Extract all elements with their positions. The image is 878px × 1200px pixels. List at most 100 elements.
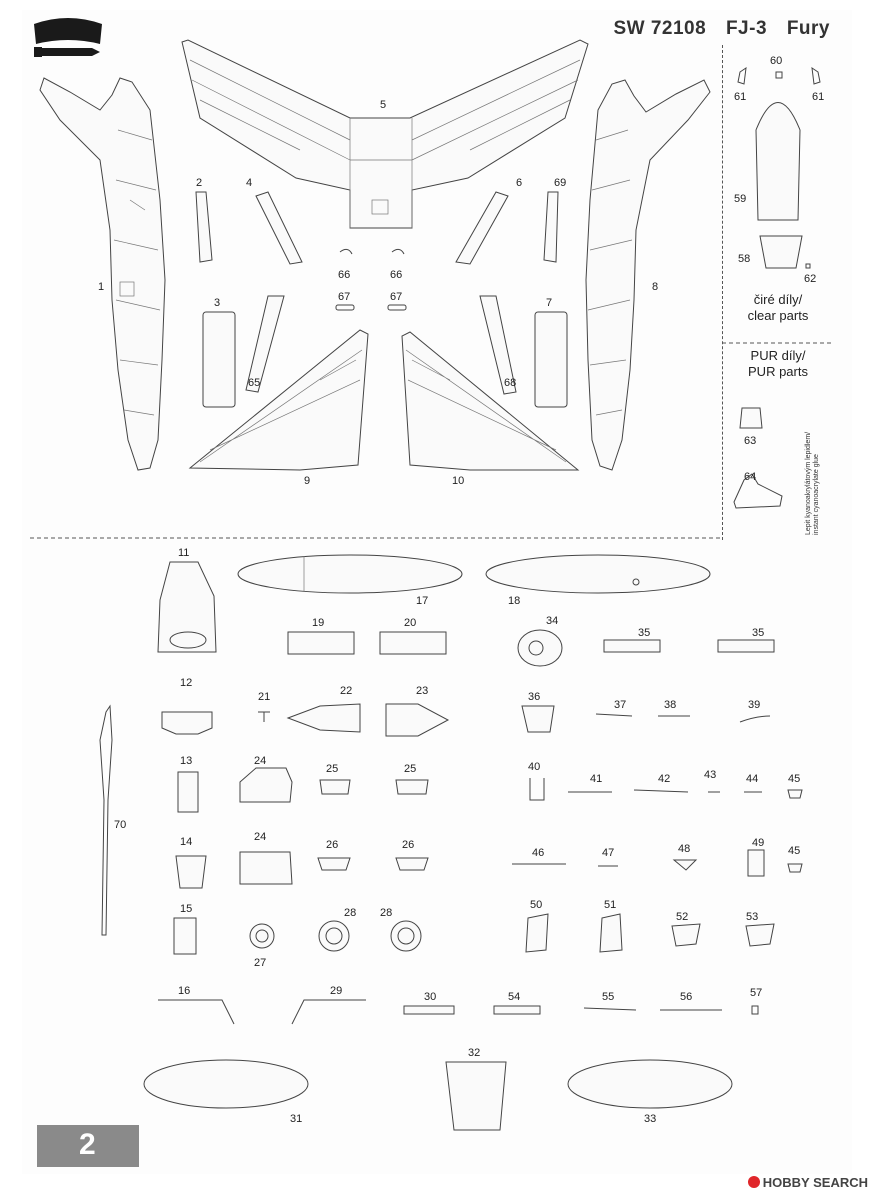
- part-57: [751, 1005, 759, 1015]
- part-67a: [335, 304, 355, 311]
- part-39: [739, 715, 771, 723]
- part-58-windscreen: [759, 235, 803, 269]
- part-1-fuselage-left: [39, 77, 166, 471]
- part-6: [455, 191, 509, 265]
- label-52: 52: [676, 911, 688, 923]
- part-21: [258, 711, 270, 722]
- label-37: 37: [614, 699, 626, 711]
- watermark: HOBBY SEARCH: [747, 1175, 868, 1190]
- label-13: 13: [180, 755, 192, 767]
- label-42: 42: [658, 773, 670, 785]
- part-20: [379, 631, 447, 655]
- part-30: [403, 1005, 455, 1015]
- part-45b: [787, 863, 803, 873]
- part-54: [493, 1005, 541, 1015]
- hobby-search-logo-icon: [747, 1176, 760, 1188]
- label-45a: 45: [788, 773, 800, 785]
- part-10-lower-wing-right: [401, 331, 580, 471]
- label-66a: 66: [338, 269, 350, 281]
- part-40: [529, 778, 545, 801]
- part-25a: [319, 779, 351, 795]
- label-12: 12: [180, 677, 192, 689]
- label-57: 57: [750, 987, 762, 999]
- part-66a: [339, 248, 353, 255]
- part-34: [517, 629, 563, 667]
- label-35a: 35: [638, 627, 650, 639]
- part-45a: [787, 789, 803, 799]
- label-1: 1: [98, 281, 104, 293]
- label-25b: 25: [404, 763, 416, 775]
- part-67b: [387, 304, 407, 311]
- part-number-labels: 1 2 3 4 5 6 7 8 9 10 11 12 13 14 15 16 1…: [98, 55, 824, 1125]
- label-5: 5: [380, 99, 386, 111]
- label-11: 11: [178, 547, 189, 559]
- label-47: 47: [602, 847, 614, 859]
- label-23: 23: [416, 685, 428, 697]
- part-64-seat: [733, 473, 783, 509]
- label-48: 48: [678, 843, 690, 855]
- kit-name: Fury: [786, 18, 830, 39]
- clear-parts-panel: [722, 45, 833, 540]
- label-36: 36: [528, 691, 540, 703]
- label-28a: 28: [344, 907, 356, 919]
- label-55: 55: [602, 991, 614, 1003]
- label-67b: 67: [390, 291, 402, 303]
- part-31-drop-tank: [143, 1059, 309, 1109]
- label-10: 10: [452, 475, 464, 487]
- part-19: [287, 631, 355, 655]
- label-64: 64: [744, 471, 756, 483]
- label-34: 34: [546, 615, 558, 627]
- label-39: 39: [748, 699, 760, 711]
- part-23: [385, 703, 450, 737]
- label-67a: 67: [338, 291, 350, 303]
- label-26b: 26: [402, 839, 414, 851]
- part-60: [775, 71, 783, 79]
- label-27: 27: [254, 957, 266, 969]
- label-58: 58: [738, 253, 750, 265]
- part-48: [672, 859, 698, 871]
- part-59-canopy: [755, 102, 801, 221]
- part-4: [255, 191, 303, 265]
- part-69: [543, 191, 559, 263]
- part-28b-wheel: [390, 920, 422, 952]
- label-26a: 26: [326, 839, 338, 851]
- part-32: [445, 1061, 507, 1131]
- part-50: [525, 913, 549, 953]
- label-31: 31: [290, 1113, 302, 1125]
- part-3: [202, 311, 236, 408]
- label-33: 33: [644, 1113, 656, 1125]
- page-number-box: 2: [37, 1125, 139, 1167]
- label-63: 63: [744, 435, 756, 447]
- part-70: [99, 704, 113, 936]
- part-66b: [391, 248, 405, 255]
- kit-code: SW 72108: [613, 18, 707, 39]
- part-35a: [603, 639, 661, 653]
- label-16: 16: [178, 985, 190, 997]
- part-11: [157, 561, 217, 653]
- part-63: [739, 407, 763, 429]
- part-8-fuselage-right: [585, 79, 711, 471]
- part-36: [521, 705, 555, 733]
- label-14: 14: [180, 836, 192, 848]
- part-24b: [239, 851, 293, 885]
- part-9-lower-wing-left: [188, 329, 369, 471]
- label-30: 30: [424, 991, 436, 1003]
- label-70: 70: [114, 819, 126, 831]
- part-37: [595, 713, 633, 717]
- label-56: 56: [680, 991, 692, 1003]
- part-68: [479, 295, 517, 395]
- label-19: 19: [312, 617, 324, 629]
- sword-logo: [34, 18, 102, 57]
- label-17: 17: [416, 595, 428, 607]
- label-32: 32: [468, 1047, 480, 1059]
- part-13: [177, 771, 199, 813]
- part-17-drop-tank-half: [237, 554, 463, 594]
- part-33-drop-tank: [567, 1059, 733, 1109]
- label-9: 9: [304, 475, 310, 487]
- label-21: 21: [258, 691, 270, 703]
- label-29: 29: [330, 985, 342, 997]
- part-2: [195, 191, 213, 263]
- pur-parts-label: PUR díly/ PUR parts: [748, 348, 808, 379]
- part-29: [291, 999, 366, 1025]
